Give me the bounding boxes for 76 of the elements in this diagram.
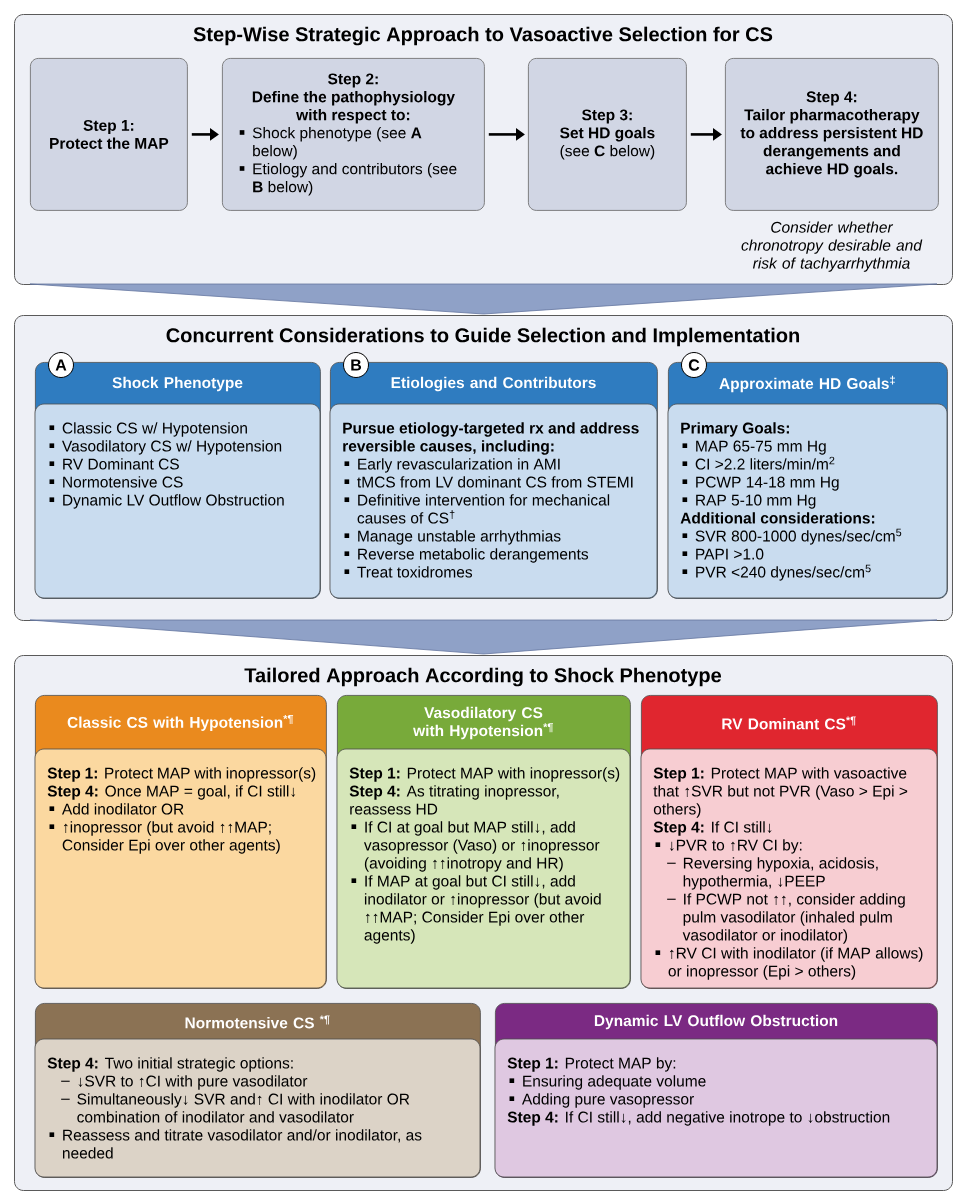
bullet-item: CI >2.2 liters/min/m$^{2}$ bbox=[682, 456, 835, 470]
bullet-item: SVR 800-1000 dynes/sec/cm$^{5}$ bbox=[682, 528, 902, 545]
subheading: Pursue etiology-targeted rx and address reversible causes, including: bbox=[343, 422, 639, 455]
text-line: Step 4: If CI still↓, add negative inotrope to ↓obstruction bbox=[507, 1111, 890, 1126]
card-heading: Etiologies and Contributors bbox=[391, 376, 596, 392]
card bbox=[336, 695, 631, 989]
step-text: Define the pathophysiology with respect to: bbox=[252, 91, 455, 124]
card-heading: Shock Phenotype bbox=[112, 376, 243, 392]
bullet-item: tMCS from LV dominant CS from STEMI bbox=[344, 476, 633, 488]
step-text: (see C below) bbox=[560, 145, 655, 160]
bullet-item: RV Dominant CS bbox=[49, 458, 179, 470]
card bbox=[34, 1003, 481, 1178]
text-line: Step 4: If CI still↓ bbox=[653, 821, 772, 836]
chevron-arrow bbox=[29, 283, 938, 315]
card-heading: Approximate HD Goals$^{‡}$ bbox=[719, 375, 895, 393]
step-box bbox=[528, 58, 687, 211]
text-line: Step 4: As titrating inopressor, reassess HD bbox=[349, 785, 559, 815]
bullet-item: Reassess and titrate vasodilator and/or inodilator, as needed bbox=[49, 1129, 422, 1159]
text-line: Step 1: Protect MAP by: bbox=[507, 1057, 676, 1072]
bullet-item: ↓PVR to ↑RV CI by: bbox=[655, 839, 802, 854]
bullet-item: Treat toxidromes bbox=[344, 566, 473, 578]
dash-item: If PCWP not ↑↑, consider adding pulm vasodilator (inhaled pulm vasodilator or inodilator) bbox=[666, 893, 905, 944]
bullet-item: ↑RV CI with inodilator (if MAP allows) or inopressor (Epi > others) bbox=[655, 947, 923, 980]
bullet-item: Vasodilatory CS w/ Hypotension bbox=[49, 440, 282, 455]
bullet-item: Normotensive CS bbox=[49, 476, 183, 488]
panel-title: Step-Wise Strategic Approach to Vasoactive Selection for CS bbox=[193, 26, 773, 46]
card-heading: Classic CS with Hypotension$^{*¶}$ bbox=[67, 715, 294, 731]
bullet-item: MAP 65-75 mm Hg bbox=[682, 440, 826, 455]
bullet-item: ↑inopressor (but avoid ↑↑MAP; Consider Epi over other agents) bbox=[49, 821, 280, 854]
bullet-item: Adding pure vasopressor bbox=[509, 1093, 694, 1108]
bullet-item: PAPI >1.0 bbox=[682, 548, 764, 560]
text-line: Step 4: Two initial strategic options: bbox=[47, 1057, 293, 1072]
dash-item: Reversing hypoxia, acidosis, hypothermia, ↓PEEP bbox=[666, 857, 878, 890]
bullet-item: Dynamic LV Outflow Obstruction bbox=[49, 494, 284, 509]
text-line: Step 1: Protect MAP with inopressor(s) bbox=[47, 767, 316, 782]
text-line: Step 1: Protect MAP with vasoactive that ↑SVR but not PVR (Vaso > Epi > others) bbox=[653, 767, 908, 818]
text-line: Step 4: Once MAP = goal, if CI still↓ bbox=[47, 785, 296, 800]
panel-title: Concurrent Considerations to Guide Selection and Implementation bbox=[166, 327, 799, 347]
note-text: Consider whether chronotropy desirable and risk of tachyarrhythmia bbox=[741, 221, 923, 272]
bullet-item: Classic CS w/ Hypotension bbox=[49, 422, 247, 437]
bullet-item: Definitive intervention for mechanical causes of CS$^{†}$ bbox=[344, 494, 610, 524]
step-text: Step 1: bbox=[83, 119, 134, 134]
card bbox=[494, 1003, 938, 1178]
text-line: Step 1: Protect MAP with inopressor(s) bbox=[349, 767, 620, 782]
card bbox=[34, 695, 327, 989]
card bbox=[640, 695, 938, 989]
bullet-item: Ensuring adequate volume bbox=[509, 1075, 706, 1090]
chevron-arrow bbox=[29, 619, 938, 655]
step-text: Step 2: bbox=[328, 73, 378, 88]
dash-item: ↓SVR to ↑CI with pure vasodilator bbox=[60, 1075, 308, 1090]
bullet-item: Etiology and contributors (see B below) bbox=[239, 163, 457, 196]
bullet-item: If MAP at goal but CI still↓, add inodilator or ↑inopressor (but avoid ↑↑MAP; Consider Epi over other agents) bbox=[351, 875, 601, 944]
step-text: Step 3: bbox=[582, 109, 632, 124]
step-box bbox=[30, 58, 188, 211]
step-text: Tailor pharmacotherapy to address persistent HD derangements and achieve HD goals. bbox=[740, 108, 923, 178]
step-box bbox=[222, 58, 485, 211]
bullet-item: PCWP 14-18 mm Hg bbox=[682, 476, 839, 491]
panel-title: Tailored Approach According to Shock Phenotype bbox=[244, 667, 722, 687]
bullet-item: Reverse metabolic derangements bbox=[344, 548, 589, 563]
bullet-item: Add inodilator OR bbox=[49, 803, 184, 815]
bullet-item: Early revascularization in AMI bbox=[344, 458, 560, 473]
bullet-item: Shock phenotype (see A below) bbox=[239, 127, 422, 160]
step-text: Set HD goals bbox=[560, 127, 655, 142]
bullet-item: RAP 5-10 mm Hg bbox=[682, 494, 816, 509]
card-heading: Normotensive CS $^{*¶}$ bbox=[185, 1015, 330, 1029]
step-text: Step 4: bbox=[806, 91, 857, 106]
bullet-item: If CI at goal but MAP still↓, add vasopressor (Vaso) or ↑inopressor (avoiding ↑↑inotropy and HR) bbox=[351, 821, 600, 872]
card-heading: Vasodilatory CS with Hypotension$^{*¶}$ bbox=[413, 706, 554, 740]
step-text: Protect the MAP bbox=[50, 137, 169, 149]
bullet-item: PVR <240 dynes/sec/cm$^{5}$ bbox=[682, 564, 871, 581]
card-heading: Dynamic LV Outflow Obstruction bbox=[594, 1014, 838, 1030]
subheading: Primary Goals: bbox=[681, 422, 789, 437]
dash-item: Simultaneously↓ SVR and↑ CI with inodilator OR combination of inodilator and vasodilator bbox=[60, 1093, 410, 1123]
card-heading: RV Dominant CS$^{*¶}$ bbox=[722, 716, 856, 730]
subheading: Additional considerations: bbox=[680, 512, 875, 524]
bullet-item: Manage unstable arrhythmias bbox=[344, 530, 561, 545]
